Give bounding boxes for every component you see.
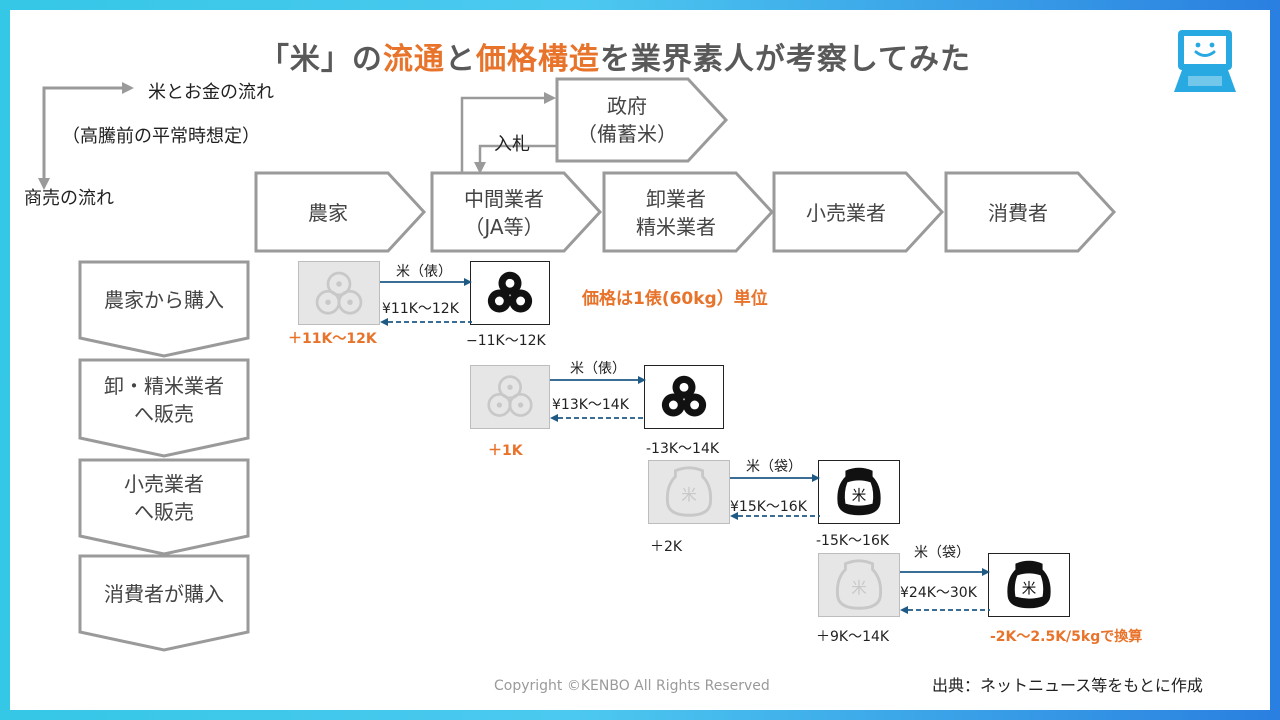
step-3-label: 小売業者 [124,472,204,496]
buyer-box-2 [644,365,724,429]
transaction-arrows-1 [380,278,472,326]
goods-label-4: 米（袋） [914,545,970,561]
stage-retailer: 小売業者 [776,176,916,250]
rice-bag-icon: 米 [665,466,713,517]
step-buy-from-farmer: 農家から購入 [82,266,246,334]
step-3-sub: へ販売 [134,500,194,524]
step-4-label: 消費者が購入 [104,582,224,606]
step-2-label: 卸・精米業者 [104,374,224,398]
svg-text:米: 米 [1022,581,1037,598]
buyer-cost-4: -2K〜2.5K/5kgで換算 [990,629,1143,645]
stage-farmer-name: 農家 [308,201,348,225]
svg-text:米: 米 [681,486,697,504]
rice-bag-icon: 米 [837,467,881,516]
stage-wholesaler-sub: 精米業者 [636,215,716,239]
buyer-box-1 [470,261,550,325]
stage-wholesaler: 卸業者精米業者 [606,176,746,250]
price-label-4: ¥24K〜30K [900,585,977,601]
price-label-1: ¥11K〜12K [382,301,459,317]
stage-middleman: 中間業者 （JA等） [434,176,574,250]
step-sell-to-wholesaler: 卸・精米業者へ販売 [82,366,246,434]
stage-chevrons [254,171,1117,253]
step-1-label: 農家から購入 [104,288,224,312]
unit-note: 価格は1俵(60kg）単位 [582,289,768,309]
stage-middleman-sub: （JA等） [464,215,544,239]
laptop-logo-icon [1174,30,1236,92]
buyer-cost-1: −11K〜12K [466,333,546,349]
slide-title: 「米」の流通と価格構造を業界素人が考察してみた [10,34,1220,78]
stage-consumer: 消費者 [948,176,1088,250]
step-2-sub: へ販売 [134,402,194,426]
rice-bales-icon [487,271,533,313]
title-post: を業界素人が考察してみた [599,42,972,77]
bid-arrows [460,92,556,174]
step-sell-to-retailer: 小売業者へ販売 [82,464,246,532]
goods-label-3: 米（袋） [746,459,802,475]
title-highlight-flow: 流通 [382,42,445,77]
government-arrow-shape [555,77,729,163]
buyer-box-4: 米 [988,553,1070,617]
rice-bales-icon [661,375,707,417]
buyer-cost-3: -15K〜16K [816,533,890,549]
step-consumer-buy: 消費者が購入 [82,560,246,628]
goods-label-2: 米（俵） [570,361,626,377]
stage-farmer: 農家 [258,176,398,250]
transaction-arrows-2 [550,376,646,422]
price-label-2: ¥13K〜14K [552,397,629,413]
seller-margin-2: ＋1K [488,443,523,459]
legend-money-flow: 米とお金の流れ [148,82,274,103]
bid-label: 入札 [494,134,530,155]
svg-text:米: 米 [851,579,867,597]
rice-bag-icon: 米 [835,559,883,610]
rice-bales-icon [315,271,363,315]
slide: 「米」の流通と価格構造を業界素人が考察してみた 米とお金の流れ （高騰前の平常時… [10,10,1270,710]
legend-assumption: （高騰前の平常時想定） [62,126,260,147]
seller-box-3: 米 [648,460,730,524]
svg-text:米: 米 [852,488,867,505]
legend-trade-flow: 商売の流れ [24,188,114,209]
stage-consumer-name: 消費者 [988,201,1048,225]
seller-margin-1: ＋11K〜12K [288,331,377,347]
rice-bag-icon: 米 [1007,560,1051,609]
government-name: 政府 [607,94,647,118]
goods-label-1: 米（俵） [396,264,452,280]
source-note: 出典：ネットニュース等をもとに作成 [932,676,1203,695]
stage-middleman-name: 中間業者 [464,187,544,211]
copyright-text: Copyright ©KENBO All Rights Reserved [494,678,770,694]
transaction-arrows-3 [730,474,820,520]
transaction-arrows-4 [900,568,990,614]
government-sub: （備蓄米） [577,122,677,146]
rice-bales-icon [487,375,533,417]
seller-margin-3: ＋2K [650,539,683,555]
seller-box-4: 米 [818,553,900,617]
buyer-cost-2: -13K〜14K [646,441,720,457]
price-label-3: ¥15K〜16K [730,499,807,515]
government-label: 政府 （備蓄米） [558,80,696,160]
seller-box-1 [298,261,380,325]
seller-box-2 [470,365,550,429]
stage-wholesaler-name: 卸業者 [646,187,706,211]
step-chevrons [78,260,250,652]
legend-axis-arrows [38,82,134,190]
seller-margin-4: ＋9K〜14K [816,629,890,645]
title-mid: と [444,42,476,77]
title-highlight-price: 価格構造 [475,42,600,77]
title-pre: 「米」の [258,42,383,77]
stage-retailer-name: 小売業者 [806,201,886,225]
buyer-box-3: 米 [818,460,900,524]
